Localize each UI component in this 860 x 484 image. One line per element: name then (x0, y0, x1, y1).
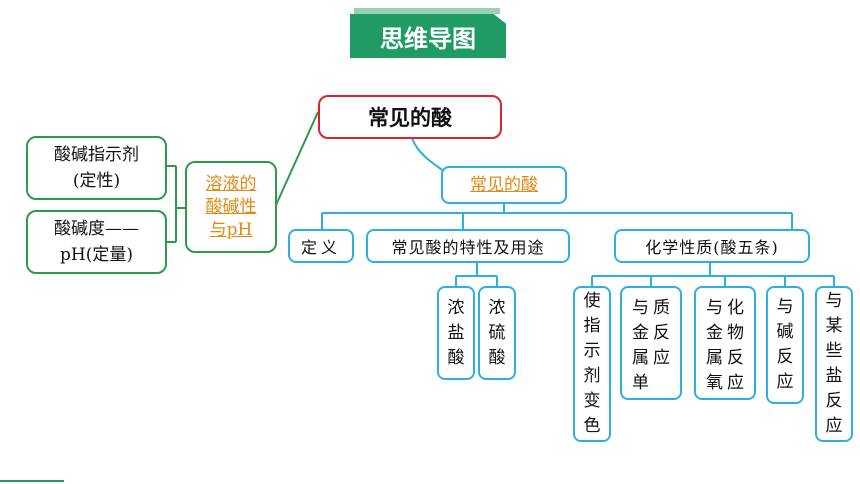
banner-accent (354, 8, 500, 14)
ph-line-2: pH(定量) (60, 245, 133, 265)
page-title: 思维导图 (350, 14, 506, 58)
reaction-indicator-node: 使指示剂变色 (573, 286, 611, 442)
ph-line-1: 酸碱度—— (54, 219, 139, 239)
hub-line-2[interactable]: 酸碱性 (205, 196, 257, 217)
hub-node: 溶液的 酸碱性 与pH (185, 161, 277, 253)
ph-node: 酸碱度—— pH(定量) (26, 210, 167, 274)
reaction-oxide-node: 与金属氧化物反应 (694, 286, 756, 400)
footer-accent (0, 480, 64, 482)
branch-link[interactable]: 常见的酸 (470, 174, 538, 195)
reaction-metal-node: 与金属单质反应 (620, 286, 682, 400)
chemical-node: 化学性质(酸五条) (614, 229, 810, 263)
reaction-base-node: 与碱反应 (766, 286, 804, 404)
indicator-line-1: 酸碱指示剂 (54, 145, 139, 165)
acid-h2so4-node: 浓硫酸 (478, 286, 516, 380)
reaction-salt-node: 与某些盐反应 (815, 286, 853, 442)
hub-line-1[interactable]: 溶液的 (205, 173, 257, 194)
branch-node: 常见的酸 (441, 166, 567, 204)
hub-line-3[interactable]: 与pH (209, 219, 253, 240)
acid-hcl-node: 浓盐酸 (437, 286, 475, 380)
connector-root-hub (275, 111, 319, 206)
indicator-line-2: (定性) (72, 171, 121, 191)
indicator-node: 酸碱指示剂 (定性) (26, 136, 167, 200)
properties-node: 常见酸的特性及用途 (366, 229, 570, 263)
definition-node: 定义 (288, 229, 354, 263)
root-node: 常见的酸 (318, 95, 502, 139)
